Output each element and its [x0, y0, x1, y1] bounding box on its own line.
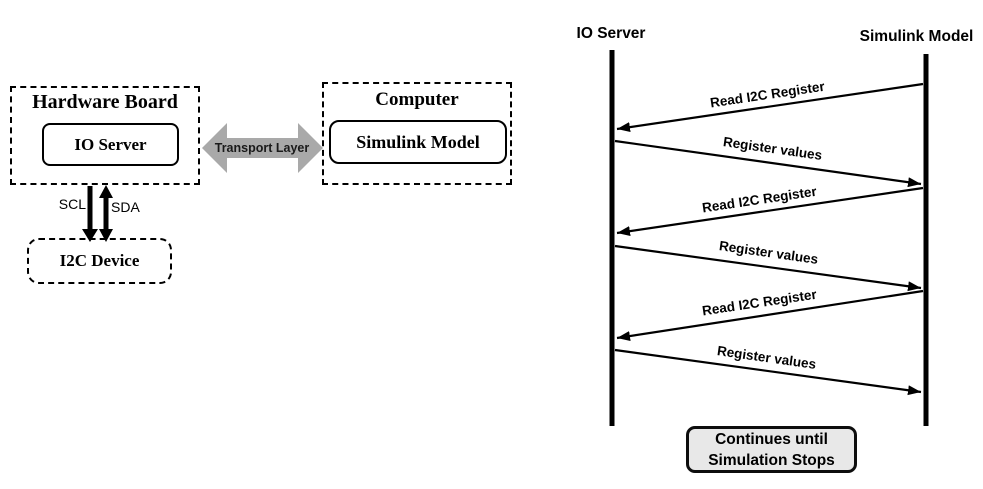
note-line-2: Simulation Stops [708, 451, 835, 469]
scl-label: SCL [58, 196, 86, 212]
i2c-device-box: I2C Device [27, 238, 172, 284]
sda-arrow [99, 185, 113, 242]
simulink-model-box: Simulink Model [329, 120, 507, 164]
note-line-1: Continues until [715, 430, 828, 448]
computer-title: Computer [375, 89, 459, 110]
message-arrow-read-3 [616, 289, 924, 341]
lifeline-header-simulink-model: Simulink Model [859, 28, 974, 45]
hardware-board-box [10, 86, 200, 185]
message-label-read-2: Read I2C Register [701, 184, 818, 216]
sda-label: SDA [111, 199, 140, 215]
scl-arrow [82, 186, 98, 242]
transport-layer-label: Transport Layer [215, 141, 310, 155]
transport-layer-arrow: Transport Layer [202, 123, 323, 173]
message-label-read-3: Read I2C Register [701, 287, 818, 319]
message-label-values-3: Register values [716, 343, 817, 372]
hardware-board-title: Hardware Board [32, 91, 178, 113]
lifeline-header-io-server: IO Server [576, 25, 646, 42]
message-arrow-read-2 [616, 186, 924, 237]
io-server-box: IO Server [42, 123, 179, 166]
message-arrow-values-1 [614, 139, 922, 188]
message-arrow-read-1 [616, 82, 924, 133]
computer-box [322, 82, 512, 185]
message-label-read-1: Read I2C Register [709, 79, 826, 111]
transport-arrow-shape [202, 123, 323, 173]
note-continues-until-box: Continues until Simulation Stops [686, 426, 857, 473]
message-arrow-values-3 [614, 348, 922, 396]
message-arrow-values-2 [614, 244, 922, 292]
